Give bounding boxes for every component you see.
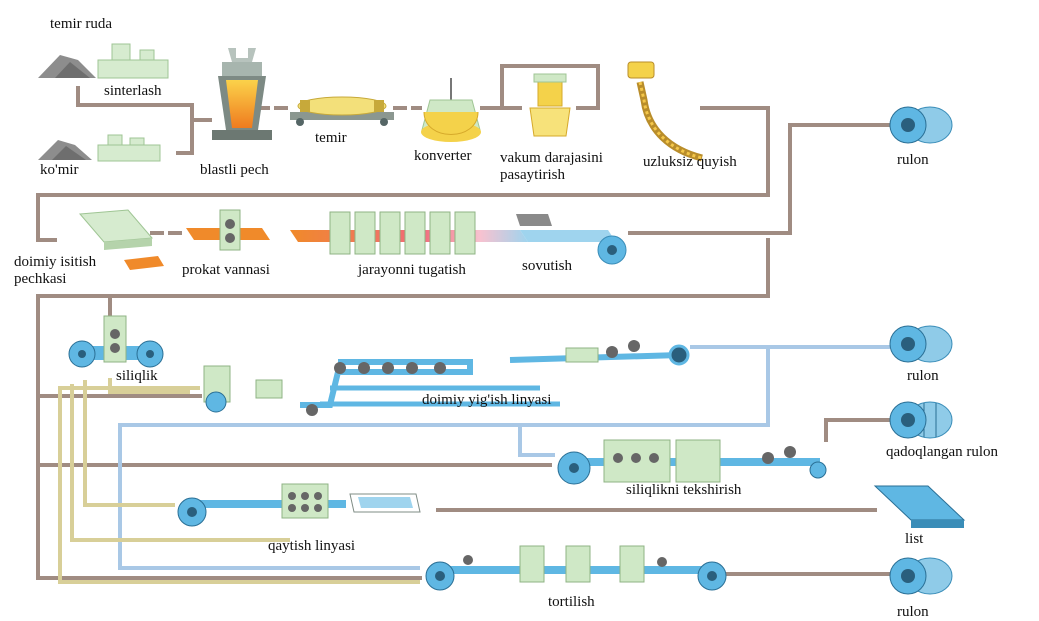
skin-pass-mill-icon: [68, 315, 164, 368]
label-coil-1: rulon: [897, 152, 929, 168]
label-rolling-stand: prokat vannasi: [182, 262, 270, 278]
coke-plant-icon: [97, 134, 161, 162]
torpedo-car-icon: [290, 96, 394, 126]
label-sheet: list: [905, 531, 924, 547]
vacuum-degassing-icon: [529, 73, 571, 137]
reheating-furnace-icon: [78, 209, 164, 270]
rolling-stand-icon: [186, 209, 270, 251]
continuous-line-icon: [203, 340, 690, 416]
label-smoothing: siliqlik: [116, 368, 158, 384]
sheet-stack-icon: [873, 485, 966, 528]
coil-icon-3: [889, 557, 953, 595]
label-vacuum-degassing: vakum darajasini pasaytirish: [500, 150, 603, 183]
khaki-lines: [58, 378, 420, 584]
converter-icon: [421, 78, 481, 142]
label-smoothness-inspection: siliqlikni tekshirish: [626, 482, 742, 498]
blast-furnace-icon: [212, 48, 272, 140]
tension-leveling-line-icon: [425, 545, 727, 591]
blue-lines: [118, 345, 890, 570]
label-coil-2: rulon: [907, 368, 939, 384]
label-coal: ko'mir: [40, 162, 79, 178]
label-iron-ore: temir ruda: [50, 16, 113, 32]
coal-pile-icon: [38, 140, 92, 160]
sintering-plant-icon: [97, 43, 169, 79]
coil-icon-2: [889, 325, 953, 363]
iron-ore-pile-icon: [38, 55, 96, 78]
label-cooling: sovutish: [522, 258, 573, 274]
packed-coil-icon: [889, 401, 953, 439]
flow-lines: [36, 64, 892, 580]
coil-icon-1: [889, 106, 953, 144]
label-packed-coil: qadoqlangan rulon: [886, 444, 999, 460]
label-continuous-casting: uzluksiz quyish: [643, 154, 737, 170]
label-converter: konverter: [414, 148, 472, 164]
label-rework-line: qaytish linyasi: [268, 538, 356, 554]
label-sintering: sinterlash: [104, 83, 162, 99]
label-finishing: jarayonni tugatish: [358, 262, 466, 278]
label-continuous-assembly-line: doimiy yig'ish linyasi: [422, 392, 552, 408]
cooling-table-icon: [516, 214, 627, 265]
label-drawing: tortilish: [548, 594, 595, 610]
label-blast-furnace: blastli pech: [200, 162, 269, 178]
continuous-caster-icon: [627, 61, 703, 162]
inspection-line-icon: [557, 439, 827, 485]
finishing-mill-icon: [290, 211, 528, 255]
label-coil-3: rulon: [897, 604, 929, 620]
label-iron: temir: [315, 130, 347, 146]
rework-line-icon: [177, 483, 421, 527]
label-reheating-furnace: doimiy isitish pechkasi: [14, 254, 97, 287]
